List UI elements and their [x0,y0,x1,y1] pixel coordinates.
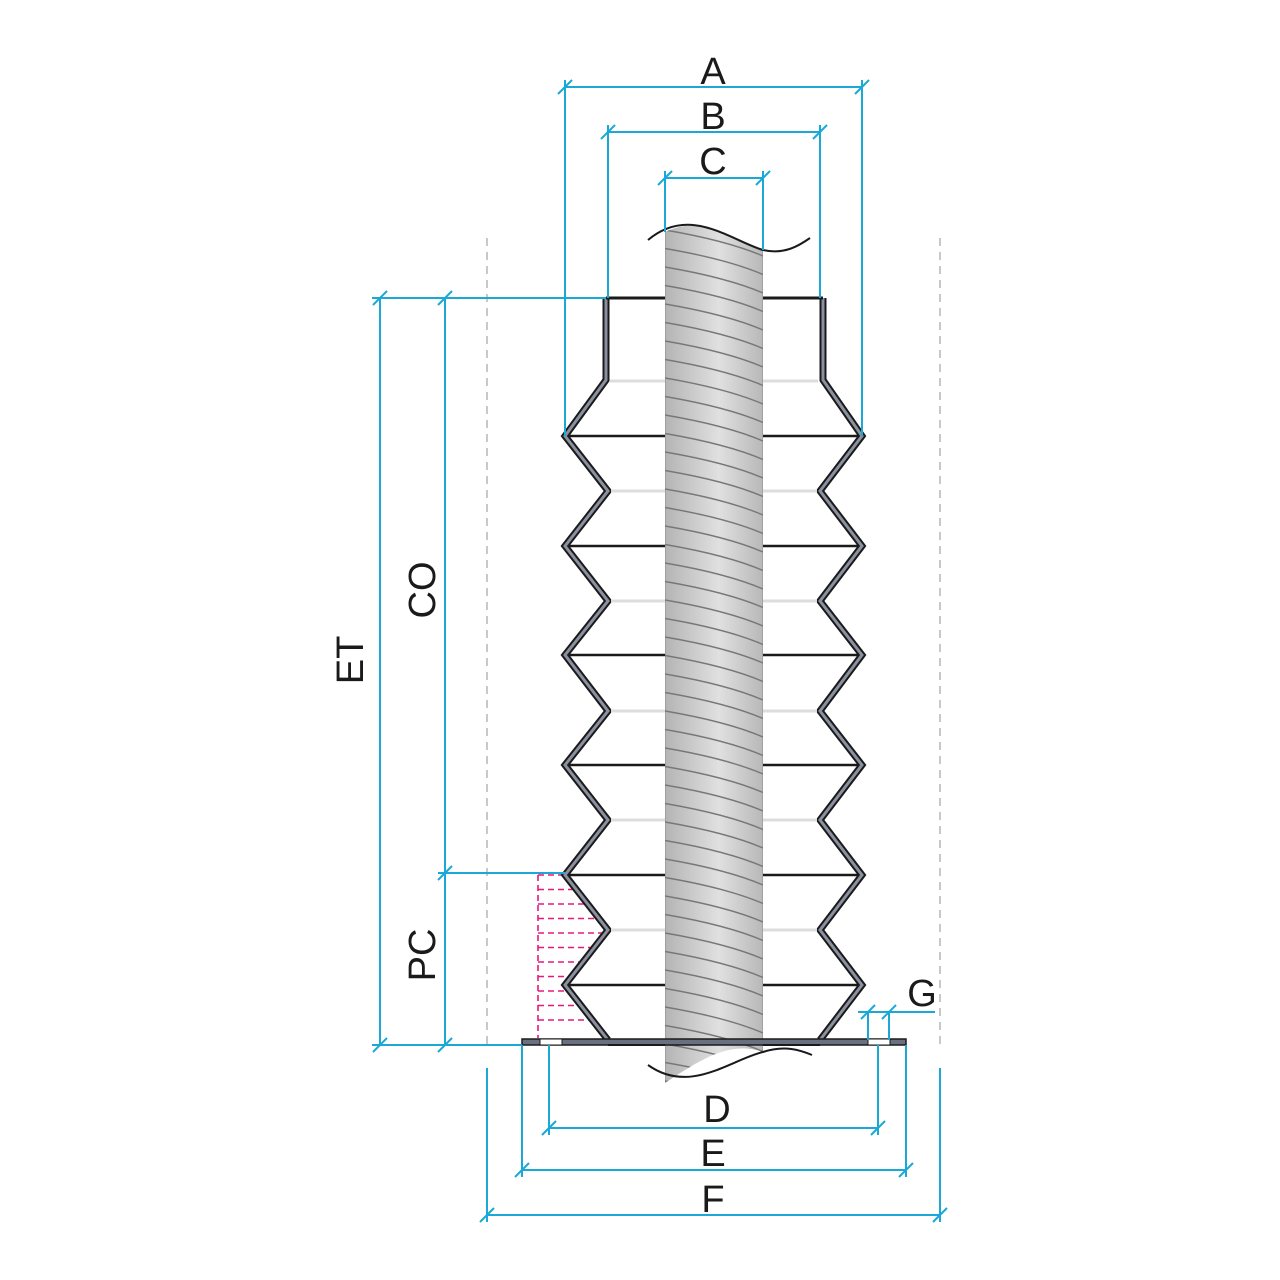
thread-line [665,895,763,923]
thread-line [665,358,763,387]
bellows-boot [560,296,867,1043]
thread-line [665,414,763,442]
bellows-wall [560,298,613,1043]
label-co: CO [402,562,444,619]
thread-line [665,617,763,646]
thread-line [665,266,763,294]
thread-line [665,377,763,405]
flange [521,1038,907,1046]
thread-line [665,710,763,738]
label-e: E [700,1133,725,1175]
thread-line [665,654,763,683]
thread-line [665,839,763,868]
label-f: F [701,1179,724,1221]
thread-line [665,1006,763,1034]
dimension-tick [812,124,828,140]
thread-line [665,303,763,331]
dimension-tick [437,290,453,306]
thread-line [665,673,763,701]
thread-line [665,284,763,313]
dimension-tick [541,1120,557,1136]
thread-line [665,451,763,479]
thread-line [665,950,763,979]
thread-line [665,876,763,905]
dimension-tick [372,290,388,306]
thread-line [665,969,763,997]
label-c: C [699,141,726,183]
dimension-tick [557,79,573,95]
label-et: ET [330,636,372,685]
thread-line [665,340,763,368]
dimension-tick [898,1162,914,1178]
thread-line [665,395,763,424]
thread-line [665,488,763,516]
label-pc: PC [402,929,444,982]
thread-line [665,858,763,886]
thread-line [665,580,763,609]
dimension-tick [600,124,616,140]
thread-line [665,247,763,276]
thread-line [665,765,763,794]
thread-line [665,691,763,720]
hatch-compressed-area [537,874,602,1038]
threaded-rod [647,223,813,1083]
dimension-tick [372,1037,388,1053]
bellows-wall [815,298,867,1043]
dimension-tick [870,1120,886,1136]
thread-line [665,229,763,257]
thread-line [665,469,763,498]
thread-line [665,432,763,461]
dimension-tick [755,170,771,186]
label-d: D [703,1089,730,1131]
dimension-lines [372,79,948,1223]
guide-lines [486,238,941,1045]
thread-line [665,987,763,1016]
thread-line [665,599,763,627]
thread-line [665,543,763,572]
thread-line [665,913,763,942]
dimension-tick [437,865,453,881]
thread-line [665,728,763,757]
thread-line [665,562,763,590]
thread-line [665,802,763,831]
thread-line [665,932,763,960]
dimension-tick [932,1207,948,1223]
thread-line [665,1024,763,1053]
thread-line [665,525,763,553]
bellows-wall-highlight [818,298,864,1041]
dimension-tick [479,1207,495,1223]
dimension-tick [860,1004,876,1020]
thread-line [665,747,763,775]
dimension-tick [514,1162,530,1178]
label-b: B [700,96,725,138]
thread-line [665,506,763,535]
thread-line [665,321,763,350]
bellows-wall-highlight [563,298,610,1041]
dimension-tick [881,1004,897,1020]
dimension-tick [854,79,870,95]
thread-line [665,784,763,812]
dimension-tick [437,1037,453,1053]
thread-line [665,636,763,664]
label-g: G [907,973,937,1015]
dimension-tick [657,170,673,186]
thread-line [665,821,763,849]
label-a: A [700,51,726,93]
